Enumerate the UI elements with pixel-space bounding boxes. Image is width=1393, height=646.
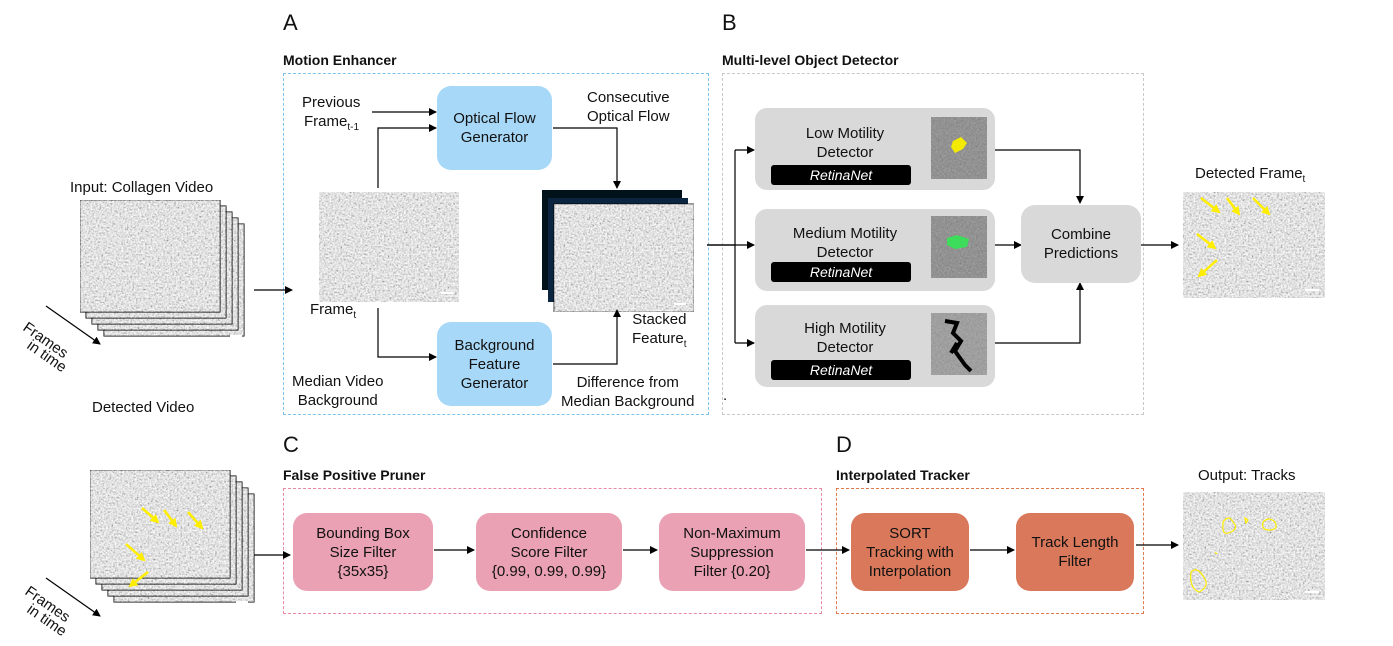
medium-motility-thumbnail bbox=[931, 216, 987, 278]
low-motility-thumbnail bbox=[931, 117, 987, 179]
section-letter-c: C bbox=[283, 432, 299, 457]
high-motility-retinanet-badge: RetinaNet bbox=[771, 360, 911, 380]
low-motility-retinanet-badge: RetinaNet bbox=[771, 165, 911, 185]
high-motility-thumbnail bbox=[931, 313, 987, 375]
detected-frame-label: Detected Framet bbox=[1195, 165, 1306, 185]
output-tracks-label: Output: Tracks bbox=[1198, 467, 1296, 484]
time-arrow-1 bbox=[45, 305, 101, 345]
previous-frame-label-2: Framet-1 bbox=[304, 113, 360, 133]
medium-motility-retinanet-badge: RetinaNet bbox=[771, 262, 911, 282]
detected-video-label: Detected Video bbox=[92, 399, 195, 416]
motion-enhancer-container bbox=[283, 73, 709, 415]
frame-t-label: Framet bbox=[310, 301, 357, 321]
stacked-feature-image bbox=[542, 190, 694, 312]
input-video-label: Input: Collagen Video bbox=[70, 179, 214, 196]
object-detector-container bbox=[722, 73, 1144, 415]
detected-video-stack bbox=[90, 470, 255, 603]
input-video-stack bbox=[80, 200, 245, 337]
section-letter-b: B bbox=[722, 10, 737, 35]
section-letter-d: D bbox=[836, 432, 852, 457]
previous-frame-label: Previous bbox=[302, 94, 361, 111]
section-title-tracker: Interpolated Tracker bbox=[836, 467, 970, 483]
tracker-container bbox=[836, 488, 1144, 614]
output-tracks-image bbox=[1183, 492, 1325, 600]
section-title-object-detector: Multi-level Object Detector bbox=[722, 52, 899, 68]
time-arrow-2 bbox=[45, 577, 101, 617]
section-title-fp-pruner: False Positive Pruner bbox=[283, 467, 426, 483]
stray-dot: . bbox=[723, 387, 728, 404]
frame-t-image bbox=[319, 192, 459, 302]
section-letter-a: A bbox=[283, 10, 298, 35]
detected-frame-image bbox=[1183, 192, 1325, 298]
section-title-motion-enhancer: Motion Enhancer bbox=[283, 52, 397, 68]
